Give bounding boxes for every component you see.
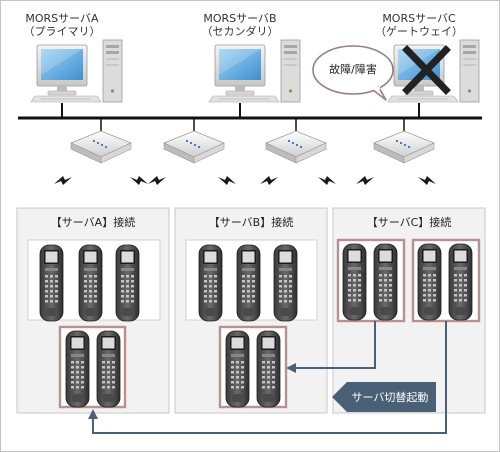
handheld-terminal-icon	[273, 244, 298, 322]
server-a-name: MORSサーバA	[25, 12, 99, 25]
failover-label-arrow	[332, 382, 436, 412]
server-c-name: MORSサーバC	[382, 12, 456, 25]
failure-speech-bubble	[312, 45, 394, 101]
handheld-terminal-icon	[96, 330, 121, 408]
handheld-terminal-icon	[256, 330, 281, 408]
handheld-terminal-icon	[225, 330, 250, 408]
failover-path-c-to-a	[92, 321, 447, 434]
section-c-title: 【サーバC】接続	[366, 216, 452, 229]
handheld-terminal-icon	[373, 243, 398, 321]
handheld-terminal-icon	[39, 244, 64, 322]
arrowhead-icon	[88, 409, 98, 419]
failover-label: サーバ切替起動	[351, 391, 429, 404]
section-b-title: 【サーバB】接続	[208, 216, 294, 229]
handheld-terminal-icon	[65, 330, 90, 408]
access-point-drops	[100, 118, 405, 131]
server-a-role: （プライマリ）	[23, 25, 101, 38]
section-a-title: 【サーバA】接続	[50, 216, 136, 229]
server-a-title: MORSサーバA （プライマリ）	[0, 12, 132, 38]
handheld-terminal-icon	[236, 244, 261, 322]
handheld-terminal-icon	[448, 243, 473, 321]
server-uplinks	[61, 103, 420, 117]
handheld-terminal-icon	[417, 243, 442, 321]
handheld-terminal-icon	[342, 243, 367, 321]
handheld-terminal-icon	[198, 244, 223, 322]
arrowhead-icon	[286, 363, 296, 373]
server-b-name: MORSサーバB	[203, 12, 277, 25]
server-c-title: MORSサーバC （ゲートウェイ）	[349, 12, 489, 38]
server-b-role: （セカンダリ）	[201, 25, 279, 38]
handheld-terminal-icon	[115, 244, 140, 322]
failure-bubble-text: 故障/障害	[329, 63, 377, 76]
server-b-title: MORSサーバB （セカンダリ）	[170, 12, 310, 38]
failover-path-c-to-b	[290, 321, 376, 369]
server-c-failure-x-icon	[402, 45, 451, 95]
handheld-terminal-icon	[78, 244, 103, 322]
server-c-role: （ゲートウェイ）	[375, 25, 463, 38]
